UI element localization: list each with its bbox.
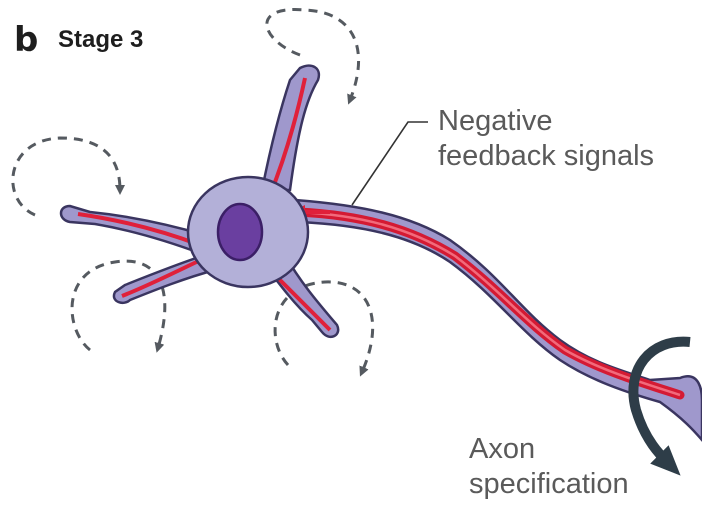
dashed-rotation-arrow-left bbox=[13, 138, 120, 215]
nucleus bbox=[218, 204, 262, 260]
negative-feedback-label: Negative feedback signals bbox=[438, 104, 654, 175]
neurite-left bbox=[61, 206, 205, 255]
negative-feedback-leader-line bbox=[352, 122, 428, 205]
axon-label-line2: specification bbox=[469, 467, 629, 502]
axon-specification-label: Axon specification bbox=[469, 432, 629, 503]
cell-body bbox=[188, 177, 308, 287]
axon-label-line1: Axon bbox=[469, 432, 629, 467]
negative-feedback-line1: Negative bbox=[438, 104, 654, 139]
negative-feedback-line2: feedback signals bbox=[438, 139, 654, 174]
axon bbox=[295, 200, 702, 440]
neurite-top bbox=[262, 66, 319, 195]
